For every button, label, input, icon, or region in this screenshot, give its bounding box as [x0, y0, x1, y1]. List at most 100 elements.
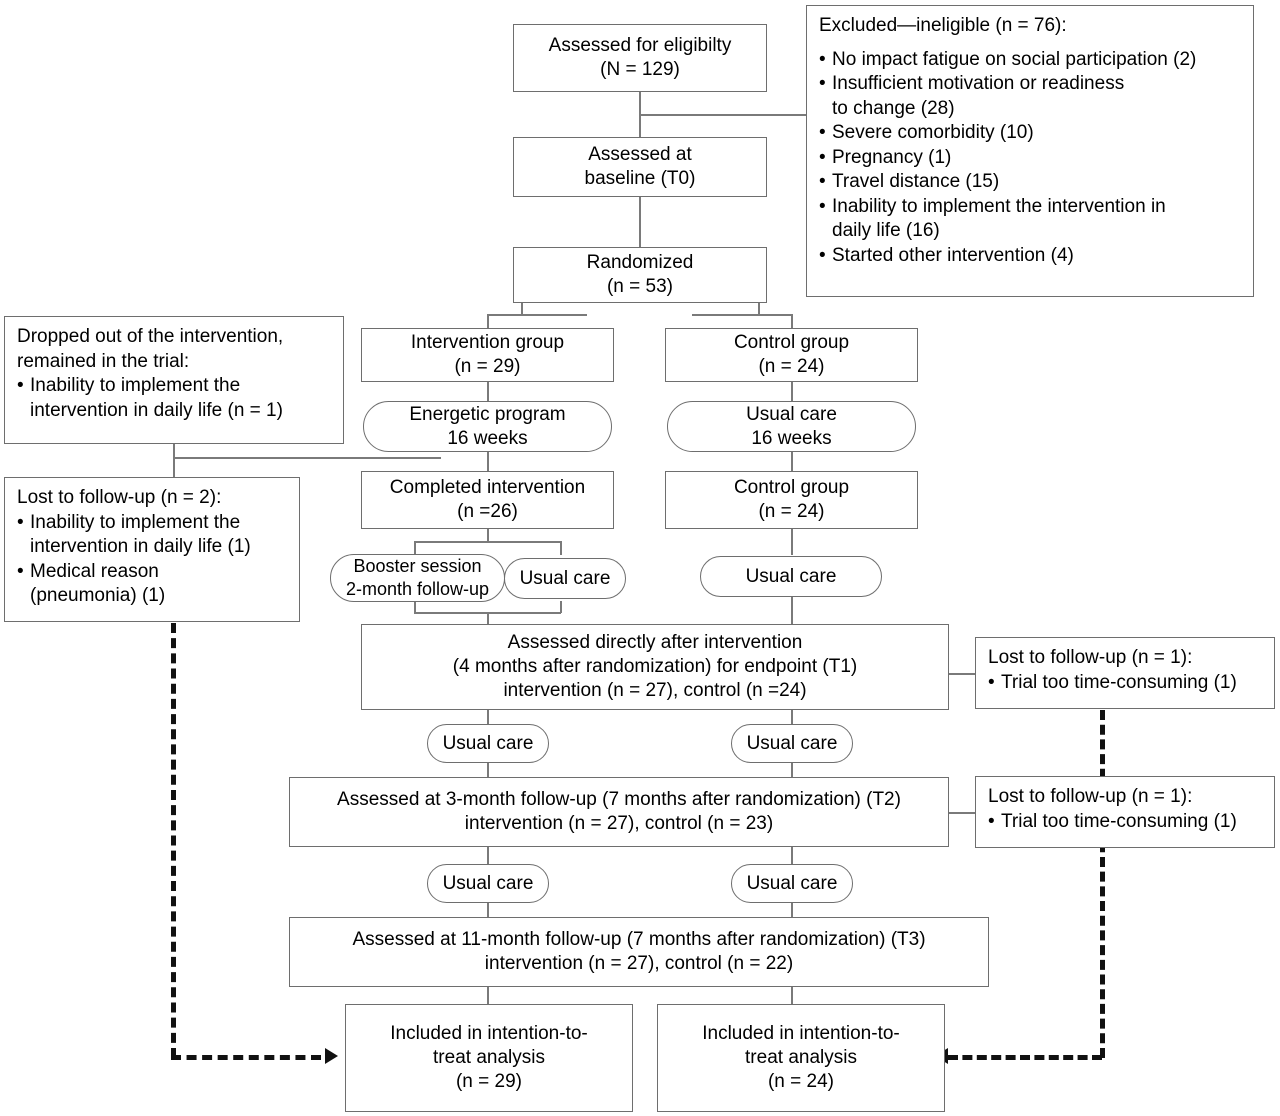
lost-followup-t1-heading: Lost to follow-up (n = 1):: [988, 647, 1193, 668]
connector-intervention-program: [487, 381, 489, 402]
usual-care-t3-left-label: Usual care: [442, 872, 534, 894]
dashed-right-horizontal: [948, 1055, 1102, 1060]
list-item: Medical reason (pneumonia) (1): [17, 560, 289, 609]
list-item: Pregnancy (1): [819, 146, 1243, 171]
connector-randomized-split-left: [521, 314, 587, 316]
usual-care-16-weeks-label: Usual care 16 weeks: [746, 403, 837, 449]
list-item: Trial too time-consuming (1): [988, 671, 1264, 696]
list-item: Trial too time-consuming (1): [988, 810, 1264, 835]
connector-uc-t2-left: [487, 751, 489, 778]
box-lost-followup-t1: Lost to follow-up (n = 1): Trial too tim…: [975, 637, 1275, 709]
connector-merge-t1: [487, 612, 489, 625]
randomized-label: Randomized (n = 53): [586, 252, 694, 297]
assessed-t3-label: Assessed at 11-month follow-up (7 months…: [352, 929, 926, 974]
box-assessed-t2: Assessed at 3-month follow-up (7 months …: [289, 777, 949, 847]
box-dropped-out: Dropped out of the intervention, remaine…: [4, 316, 344, 444]
oval-usual-care-16-weeks: Usual care 16 weeks: [667, 401, 916, 452]
box-excluded-ineligible: Excluded—ineligible (n = 76): No impact …: [806, 5, 1254, 297]
connector-t2-lost: [948, 812, 976, 814]
connector-usualcare-stem: [560, 541, 562, 555]
box-lost-followup-left: Lost to follow-up (n = 2): Inability to …: [4, 477, 300, 622]
list-item: Travel distance (15): [819, 170, 1243, 195]
connector-t1-uc-left: [487, 709, 489, 725]
usual-care-control-1-label: Usual care: [745, 565, 837, 587]
connector-uc-t3-left: [487, 892, 489, 918]
connector-split-left-arm: [487, 314, 522, 316]
usual-care-t2-right-label: Usual care: [746, 732, 838, 754]
connector-split-right-arm: [758, 314, 793, 316]
oval-energetic-program: Energetic program 16 weeks: [363, 401, 612, 452]
dashed-left-horizontal: [171, 1055, 321, 1060]
usual-care-t2-left-label: Usual care: [442, 732, 534, 754]
connector-control2-usualcare: [791, 529, 793, 555]
connector-completed-split: [487, 529, 489, 541]
connector-t1-lost: [948, 673, 976, 675]
box-itt-control: Included in intention-to- treat analysis…: [657, 1004, 945, 1112]
usual-care-booster-label: Usual care: [519, 567, 611, 589]
itt-control-label: Included in intention-to- treat analysis…: [702, 1023, 900, 1092]
control-group-2-label: Control group (n = 24): [733, 477, 850, 522]
list-item: Insufficient motivation or readiness to …: [819, 72, 1243, 121]
connector-dropped-stem: [173, 443, 175, 457]
dropped-out-reason-list: Inability to implement the intervention …: [17, 374, 333, 423]
box-control-group-2: Control group (n = 24): [665, 471, 918, 529]
connector-split-down-left: [487, 314, 489, 332]
box-control-group: Control group (n = 24): [665, 328, 918, 382]
connector-t2-uc-left: [487, 847, 489, 865]
energetic-program-label: Energetic program 16 weeks: [409, 403, 566, 449]
dashed-left-arrowhead: [325, 1048, 338, 1064]
oval-usual-care-t3-left: Usual care: [427, 864, 549, 903]
connector-completed-split-h: [414, 541, 561, 543]
connector-t1-uc-right: [791, 709, 793, 725]
connector-dropped-program: [173, 457, 441, 459]
lost-followup-left-heading: Lost to follow-up (n = 2):: [17, 487, 222, 508]
connector-booster-stem: [414, 541, 416, 555]
connector-randomized-stem-left: [521, 302, 523, 314]
box-intervention-group: Intervention group (n = 29): [361, 328, 614, 382]
connector-booster-down: [414, 601, 416, 613]
lost-followup-t1-reason-list: Trial too time-consuming (1): [988, 671, 1264, 696]
oval-usual-care-t3-right: Usual care: [731, 864, 853, 903]
box-randomized: Randomized (n = 53): [513, 247, 767, 303]
completed-intervention-label: Completed intervention (n =26): [389, 477, 586, 522]
connector-usualcare16-control2: [791, 451, 793, 472]
box-completed-intervention: Completed intervention (n =26): [361, 471, 614, 529]
connector-baseline-randomized: [639, 196, 641, 248]
assessed-eligibility-label: Assessed for eligibilty (N = 129): [548, 35, 732, 80]
connector-dropped-down: [173, 457, 175, 477]
oval-usual-care-t2-right: Usual care: [731, 724, 853, 763]
connector-split-down-right: [791, 314, 793, 332]
oval-usual-care-control-1: Usual care: [700, 556, 882, 597]
oval-usual-care-t2-left: Usual care: [427, 724, 549, 763]
assessed-baseline-label: Assessed at baseline (T0): [584, 144, 696, 189]
list-item: Inability to implement the intervention …: [17, 511, 289, 560]
list-item: Inability to implement the intervention …: [819, 195, 1243, 244]
connector-usualcare-down: [560, 601, 562, 613]
lost-followup-left-reason-list: Inability to implement the intervention …: [17, 511, 289, 609]
connector-t3-itt-right: [791, 977, 793, 1005]
lost-followup-t2-reason-list: Trial too time-consuming (1): [988, 810, 1264, 835]
connector-program-completed: [487, 451, 489, 472]
intervention-group-label: Intervention group (n = 29): [410, 332, 565, 377]
usual-care-t3-right-label: Usual care: [746, 872, 838, 894]
connector-eligibility-excluded: [639, 114, 806, 116]
dashed-left-vertical: [171, 623, 176, 1058]
dashed-right-vertical: [1100, 710, 1105, 1058]
connector-t2-uc-right: [791, 847, 793, 865]
box-assessed-t1: Assessed directly after intervention (4 …: [361, 624, 949, 710]
oval-usual-care-booster: Usual care: [504, 558, 626, 599]
connector-uc-t2-right: [791, 751, 793, 778]
connector-randomized-split-right: [692, 314, 758, 316]
connector-t3-itt-left: [487, 977, 489, 1005]
list-item: Started other intervention (4): [819, 244, 1243, 269]
list-item: Severe comorbidity (10): [819, 121, 1243, 146]
box-itt-intervention: Included in intention-to- treat analysis…: [345, 1004, 633, 1112]
connector-usualcare-t1: [791, 597, 793, 625]
control-group-label: Control group (n = 24): [733, 332, 850, 377]
list-item: Inability to implement the intervention …: [17, 374, 333, 423]
booster-session-label: Booster session 2-month follow-up: [345, 556, 490, 599]
box-assessed-t3: Assessed at 11-month follow-up (7 months…: [289, 917, 989, 987]
connector-randomized-stem-right: [758, 302, 760, 314]
excluded-reason-list: No impact fatigue on social participatio…: [819, 48, 1243, 269]
